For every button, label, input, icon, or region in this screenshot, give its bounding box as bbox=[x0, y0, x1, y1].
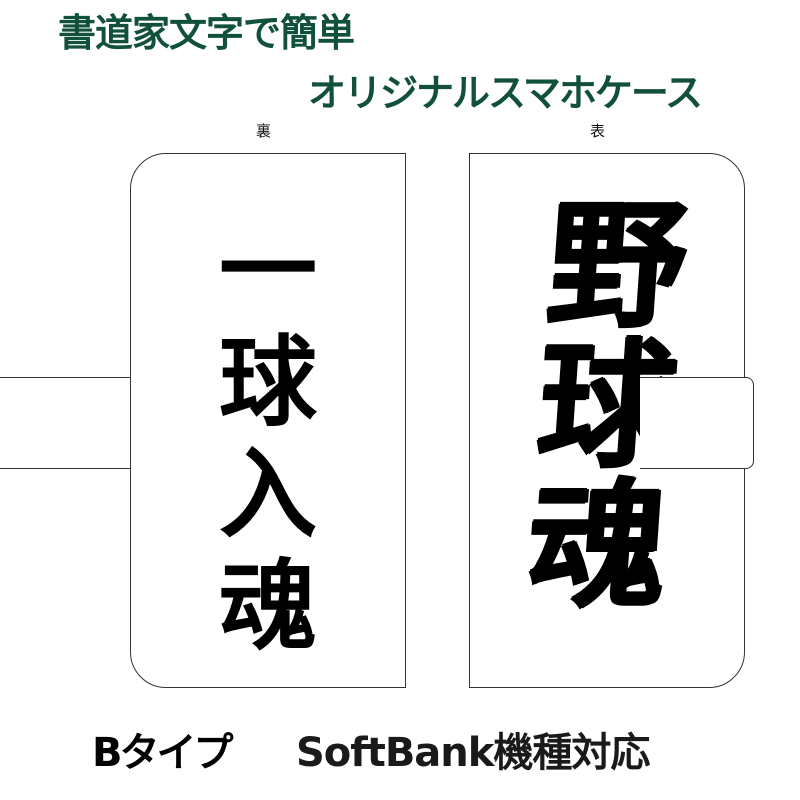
compatibility-label: SoftBank機種対応 bbox=[296, 730, 650, 776]
case-flap-left bbox=[0, 377, 131, 469]
case-back-panel bbox=[130, 153, 406, 688]
back-char-1: 一 bbox=[218, 213, 317, 328]
front-side-label: 表 bbox=[590, 122, 606, 140]
front-char-3: 魂 bbox=[522, 463, 672, 626]
type-label: Bタイプ bbox=[92, 730, 233, 776]
front-char-1: 野 bbox=[542, 183, 692, 346]
back-calligraphy: 一 球 入 魂 bbox=[130, 215, 406, 663]
case-flap-right bbox=[640, 377, 754, 469]
headline-line2: オリジナルスマホケース bbox=[308, 71, 703, 115]
back-char-3: 入 bbox=[218, 437, 317, 552]
back-char-2: 球 bbox=[218, 325, 317, 440]
headline-line1: 書道家文字で簡単 bbox=[58, 11, 355, 55]
back-char-4: 魂 bbox=[218, 549, 317, 664]
back-side-label: 裏 bbox=[256, 122, 272, 140]
